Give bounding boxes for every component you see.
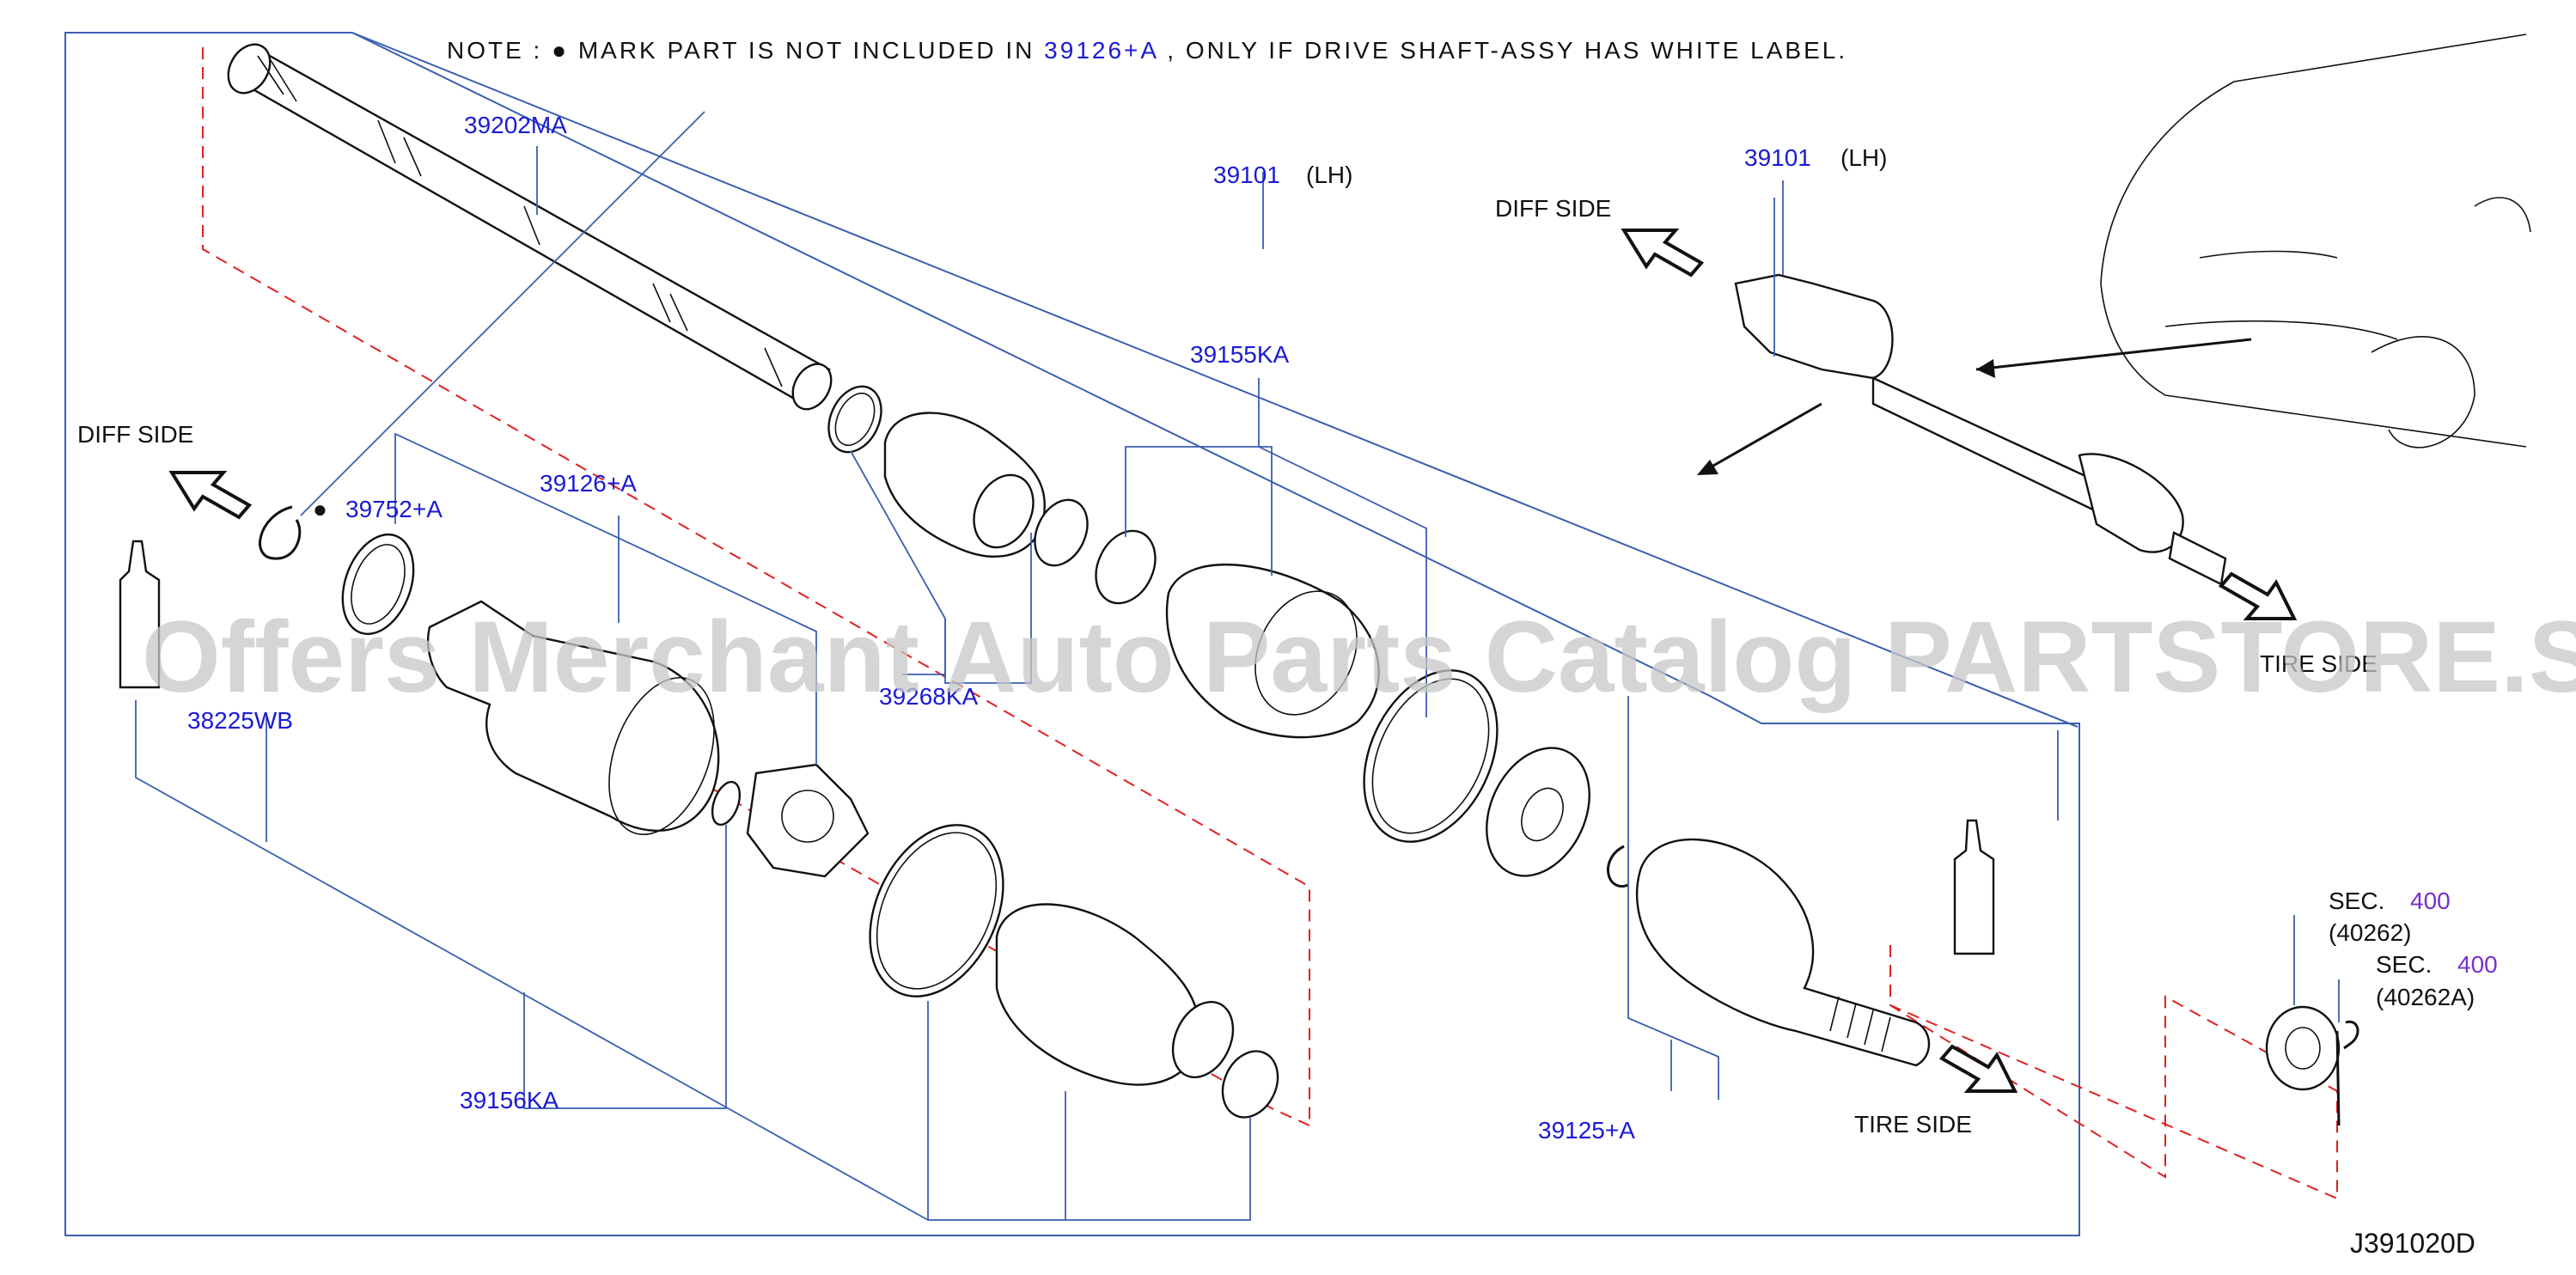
note-bullet: ●: [552, 37, 569, 64]
shaft-39202MA[interactable]: [220, 37, 839, 416]
note-prefix: NOTE :: [447, 37, 552, 64]
label-sec-2: SEC.: [2376, 951, 2432, 978]
label-39202MA[interactable]: 39202MA: [464, 112, 567, 138]
tire-side-arrow-right: [2218, 571, 2298, 620]
label-sec-2-num[interactable]: 400: [2457, 951, 2498, 978]
outer-boot-band-large[interactable]: [1338, 649, 1523, 863]
note-suffix: , ONLY IF DRIVE SHAFT-ASSY HAS WHITE LAB…: [1158, 37, 1848, 64]
label-sec-1: SEC.: [2329, 888, 2384, 914]
label-39752A-bullet: ●: [313, 496, 327, 522]
label-sec-2-ref: (40262A): [2376, 984, 2475, 1010]
boot-band-39156-b[interactable]: [1212, 1042, 1288, 1126]
label-sec-1-ref: (40262): [2329, 919, 2412, 946]
grease-tube-upper[interactable]: [1953, 819, 1995, 955]
boot-band-small-upper[interactable]: [819, 378, 892, 461]
label-39101[interactable]: 39101: [1213, 162, 1280, 188]
seal-39752A[interactable]: [330, 525, 426, 644]
thumbnail-pointer-1: [1975, 338, 2252, 371]
watermark: Offers Merchant Auto Parts Catalog PARTS…: [142, 601, 2576, 714]
outer-joint-39125A[interactable]: [1636, 838, 1931, 1067]
boot-band-39156-a[interactable]: [844, 803, 1029, 1017]
diagram-id: J391020D: [2350, 1228, 2475, 1259]
label-diff-side-right: DIFF SIDE: [1495, 195, 1611, 222]
label-39156KA[interactable]: 39156KA: [460, 1087, 559, 1113]
housing-39126A[interactable]: [427, 600, 734, 849]
outer-boot-39155KA[interactable]: [1165, 563, 1380, 739]
circlip-39156[interactable]: [707, 778, 745, 828]
note-ref[interactable]: 39126+A: [1044, 37, 1157, 64]
label-tire-side-bottom: TIRE SIDE: [1854, 1111, 1972, 1138]
thumbnail-pointer-1-head: [1976, 359, 1995, 378]
label-39101-thumb[interactable]: 39101: [1744, 144, 1811, 171]
snap-ring-39752[interactable]: [259, 505, 302, 560]
label-39101-lh: (LH): [1306, 162, 1352, 188]
snap-ring-39125[interactable]: [1607, 845, 1629, 888]
cotter-pin-40262A[interactable]: [2335, 1020, 2359, 1126]
dashed-guide-upper: [202, 47, 1310, 1126]
dashed-guide-lower: [669, 764, 1310, 1126]
label-39752A[interactable]: 39752+A: [345, 496, 443, 522]
tire-side-arrow-bottom: [1938, 1044, 2018, 1093]
label-diff-side-left: DIFF SIDE: [77, 421, 193, 448]
inner-boot-39268KA[interactable]: [883, 412, 1046, 558]
boot-band-39155-a[interactable]: [1025, 491, 1098, 574]
label-sec-1-num[interactable]: 400: [2410, 888, 2451, 914]
note-mid: MARK PART IS NOT INCLUDED IN: [569, 37, 1044, 64]
label-38225WB[interactable]: 38225WB: [187, 707, 293, 734]
thumbnail-pointer-2-head: [1697, 460, 1718, 475]
label-39126A[interactable]: 39126+A: [540, 470, 637, 497]
grease-tube-38225WB[interactable]: [119, 540, 161, 689]
diff-side-arrow-left: [168, 471, 253, 520]
label-39101-thumb-lh: (LH): [1840, 144, 1887, 171]
thumbnail-pointer-2: [1700, 402, 1822, 474]
dashed-guide-tire: [1889, 945, 2338, 1200]
label-39268KA[interactable]: 39268KA: [879, 683, 979, 710]
inner-boot-39156KA[interactable]: [995, 903, 1244, 1088]
inner-race-39125[interactable]: [1467, 731, 1609, 893]
car-silhouette: [2100, 34, 2531, 448]
diff-side-arrow-right: [1621, 229, 1705, 278]
assembled-shaft-thumbnail: [1734, 273, 2227, 586]
assembly-frame: [64, 32, 2080, 1236]
tripod-spider[interactable]: [746, 763, 870, 878]
frame-top-diag: [351, 32, 2079, 728]
leader-lines: [135, 111, 2340, 1221]
label-tire-side-right: TIRE SIDE: [2260, 650, 2378, 677]
label-39155KA[interactable]: 39155KA: [1190, 341, 1290, 368]
hub-nut-40262[interactable]: [2265, 1005, 2341, 1091]
note-text: NOTE : ● MARK PART IS NOT INCLUDED IN 39…: [447, 37, 1847, 64]
label-39125A[interactable]: 39125+A: [1538, 1117, 1635, 1144]
boot-band-39155-b[interactable]: [1084, 522, 1166, 613]
